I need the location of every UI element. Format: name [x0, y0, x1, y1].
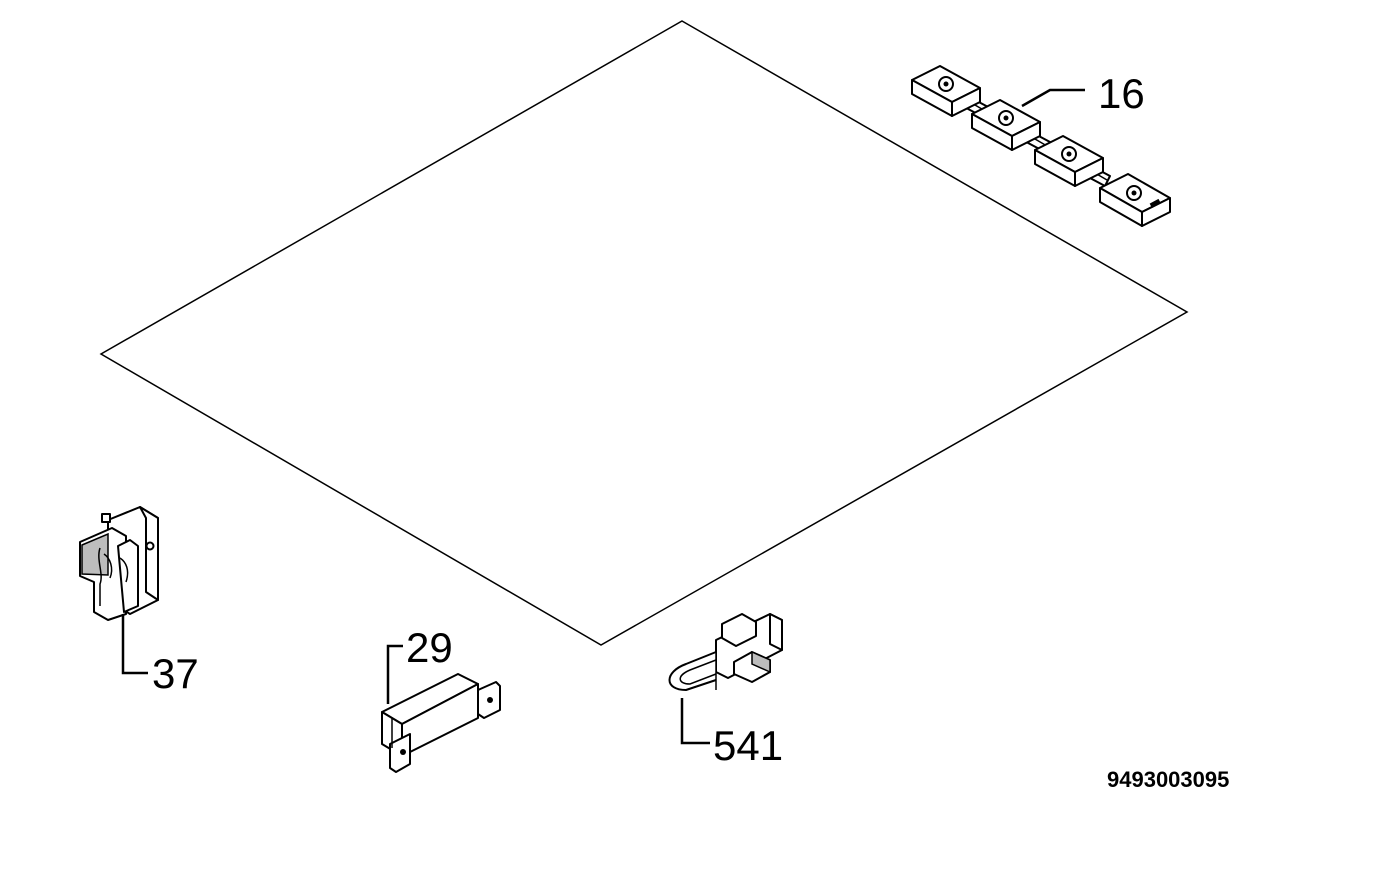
part-37-hinge-bracket-icon [79, 506, 159, 621]
leader-29 [386, 644, 403, 704]
leader-37 [121, 614, 148, 675]
part-16-terminal-strip-icon [911, 65, 1171, 227]
part-29-magnet-catch-icon [381, 673, 501, 773]
part-label-16: 16 [1098, 70, 1145, 117]
document-number: 9493003095 [1107, 767, 1229, 792]
leader-16 [1021, 88, 1085, 108]
part-label-29: 29 [406, 624, 453, 671]
part-label-37: 37 [152, 650, 199, 697]
leader-541 [680, 698, 710, 745]
panel-outline [99, 20, 1189, 646]
part-541-latch-clip-icon [668, 613, 783, 691]
part-label-541: 541 [713, 722, 783, 769]
